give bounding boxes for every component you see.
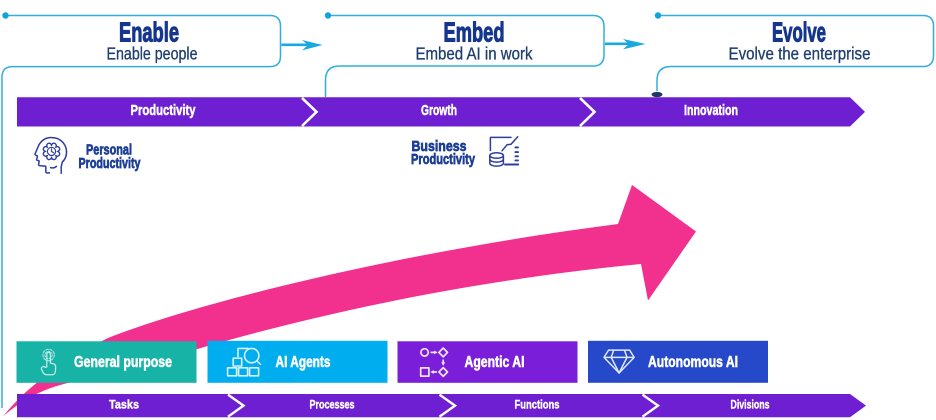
svg-text:Autonomous AI: Autonomous AI [648,354,738,371]
svg-text:Growth: Growth [421,103,457,119]
svg-text:Embed AI in work: Embed AI in work [416,44,533,64]
svg-text:Tasks: Tasks [109,398,139,412]
svg-text:Evolve: Evolve [772,17,826,48]
svg-text:Enable people: Enable people [107,44,198,64]
svg-text:Productivity: Productivity [131,103,196,119]
svg-text:Personal: Personal [86,141,132,158]
svg-text:Embed: Embed [444,17,505,48]
svg-text:Agentic AI: Agentic AI [465,354,525,371]
svg-text:Divisions: Divisions [731,398,770,412]
svg-text:Evolve the enterprise: Evolve the enterprise [729,44,871,64]
svg-text:Innovation: Innovation [684,103,738,119]
svg-text:Enable: Enable [119,17,179,48]
svg-text:Business: Business [412,138,467,155]
svg-text:Functions: Functions [515,398,560,412]
svg-text:Processes: Processes [310,398,355,412]
svg-text:Productivity: Productivity [79,155,141,172]
svg-text:AI Agents: AI Agents [276,354,331,371]
svg-text:General purpose: General purpose [74,354,172,371]
svg-text:Productivity: Productivity [411,151,475,168]
